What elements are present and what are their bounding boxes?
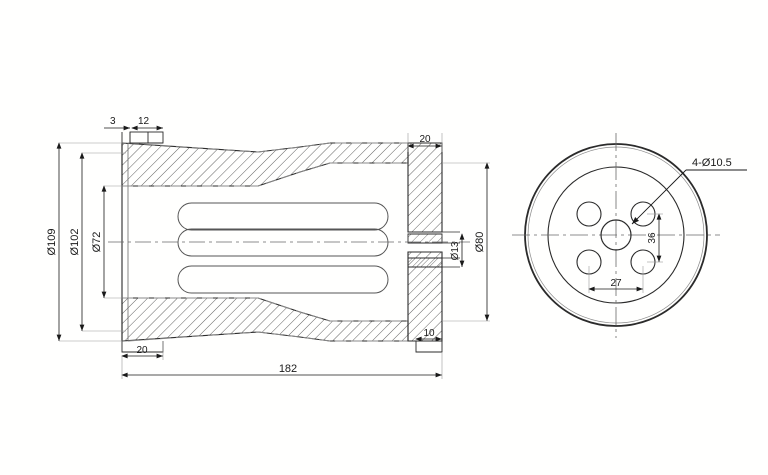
end-view-group: 4-Ø10.5 27 36 (512, 133, 747, 338)
flange-upper-body (407, 142, 443, 233)
bolt-hole-top-left (576, 201, 602, 227)
dim-label-bolt-callout: 4-Ø10.5 (692, 157, 732, 169)
center-bore-hole (600, 219, 632, 251)
dim-label-d102: Ø102 (69, 229, 81, 256)
section-view-group (108, 131, 470, 353)
section-dimensions-group: Ø109 Ø102 Ø72 3 12 20 Ø13 Ø80 10 (46, 116, 490, 379)
dim-label-overall: 182 (279, 363, 297, 375)
slot-upper (177, 202, 389, 231)
dim-label-d109: Ø109 (46, 229, 58, 256)
dim-label-step-left: 20 (136, 345, 148, 356)
dim-label-step-right: 10 (423, 328, 435, 339)
left-notch-box (129, 131, 164, 144)
dim-label-3: 3 (110, 116, 116, 127)
dim-label-12: 12 (138, 116, 150, 127)
dim-label-bolt-h: 27 (610, 278, 622, 289)
right-flange-block (407, 142, 460, 342)
flange-bore-lower-strip (407, 257, 443, 268)
flange-inner-edges (408, 231, 460, 268)
dim-label-flange-width: 20 (419, 134, 431, 145)
dim-label-d13: Ø13 (450, 241, 461, 260)
dim-label-d72: Ø72 (91, 232, 103, 253)
slot-lower (177, 265, 389, 294)
leader-line-bolt-callout (631, 169, 687, 225)
slot-middle (177, 228, 389, 257)
dim-label-bolt-v: 36 (647, 232, 658, 244)
hidden-contour-lines (122, 142, 408, 342)
dim-label-d80: Ø80 (474, 232, 486, 253)
